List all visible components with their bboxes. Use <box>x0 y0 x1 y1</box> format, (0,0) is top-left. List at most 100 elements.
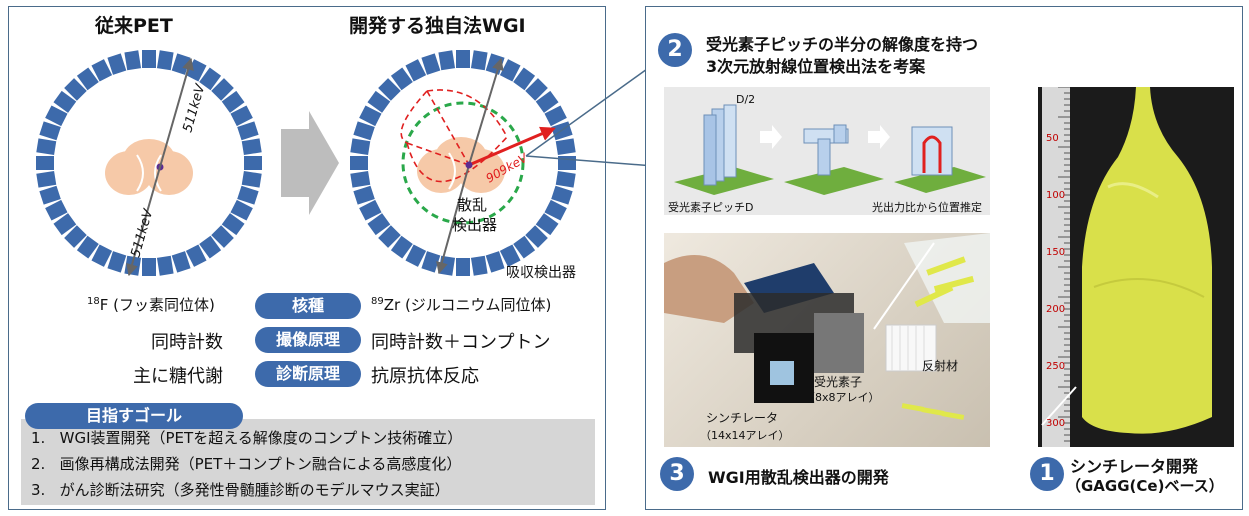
ring-diagrams: 511keV 511keV 909keV <box>36 50 576 277</box>
goal-header-pill: 目指すゴール <box>25 403 243 429</box>
detector-block <box>421 53 441 75</box>
pill-diagnosis-principle: 診断原理 <box>255 361 361 387</box>
receiver-array-label: （8x8アレイ） <box>804 391 880 404</box>
detector-block <box>525 225 548 248</box>
scintillator-array-label: （14x14アレイ） <box>700 429 790 442</box>
detector-block <box>142 258 156 276</box>
detector-block <box>367 90 391 113</box>
reflector-label: 反射材 <box>922 359 959 373</box>
detector-block <box>485 251 505 273</box>
step-2-title-line2: 3次元放射線位置検出法を考案 <box>706 57 926 76</box>
detector-block <box>211 225 234 248</box>
ruler-mark-300: 300 <box>1046 418 1066 429</box>
detector-block <box>470 50 488 71</box>
detector-block <box>107 53 127 75</box>
detector-block <box>199 235 222 259</box>
detector-block <box>350 138 371 156</box>
detector-block <box>45 199 68 221</box>
half-pitch-label: D/2 <box>736 93 756 106</box>
detector-block <box>535 90 559 113</box>
scatter-detector-label-1: 散乱 <box>457 196 488 214</box>
pitch-label: 受光素子ピッチD <box>668 201 754 214</box>
detector-block <box>244 156 262 170</box>
detector-block <box>367 213 391 236</box>
detector-block <box>421 251 441 273</box>
detector-block <box>405 244 427 267</box>
diagnosis-right: 抗原抗体反応 <box>371 366 479 387</box>
ruler-mark-150: 150 <box>1046 247 1066 258</box>
ruler-mark-50: 50 <box>1046 133 1059 144</box>
detector-block <box>241 138 262 156</box>
detector-block <box>555 170 576 188</box>
position-estimate-label: 光出力比から位置推定 <box>872 201 982 214</box>
detector-block <box>456 258 470 276</box>
imaging-left: 同時計数 <box>151 332 223 353</box>
energy-label-top: 511keV <box>180 82 208 135</box>
detector-block <box>221 213 245 236</box>
detector-block <box>185 244 207 267</box>
detector-block <box>64 225 87 248</box>
step-3-badge: 3 <box>660 457 694 491</box>
left-panel: 従来PET 開発する独自法WGI 511keV 511keV <box>8 6 606 510</box>
detector-block <box>76 67 99 91</box>
step-2-title-line1: 受光素子ピッチの半分の解像度を持つ <box>706 35 979 54</box>
nuclide-right: Zr (ジルコニウム同位体) <box>383 296 552 314</box>
detector-block <box>470 255 488 276</box>
detector-block <box>91 244 113 267</box>
source-point <box>465 161 473 169</box>
detector-block <box>156 255 174 276</box>
detector-block <box>221 90 245 113</box>
detector-block <box>241 170 262 188</box>
goal-item-2: 2. 画像再構成法開発（PET＋コンプトン融合による高感度化） <box>31 455 462 473</box>
goal-item-1: 1. WGI装置開発（PETを超える解像度のコンプトン技術確立） <box>31 429 463 447</box>
scatter-detector-photo: 受光素子 （8x8アレイ） 反射材 シンチレータ （14x14アレイ） <box>664 233 990 447</box>
pill-imaging-principle: 撮像原理 <box>255 327 361 353</box>
ruler-mark-250: 250 <box>1046 361 1066 372</box>
step-3-title: WGI用散乱検出器の開発 <box>708 468 889 487</box>
schematic-drawing <box>674 104 986 195</box>
detector-block <box>39 185 61 205</box>
scintillator-crystal-photo: 50 100 150 200 250 300 <box>1038 87 1234 447</box>
position-detection-schematic: D/2 受光素子ピッチD 光出力比から位置推定 <box>664 87 990 215</box>
detector-block <box>45 105 68 127</box>
title-proposed-wgi: 開発する独自法WGI <box>349 15 526 37</box>
detector-block <box>53 90 77 113</box>
comparison-row-nuclide: 18F (フッ素同位体) 核種 89Zr (ジルコニウム同位体) <box>9 290 605 322</box>
detector-block <box>230 105 253 127</box>
gamma-ray-up <box>159 57 194 168</box>
nuclide-left: F (フッ素同位体) <box>99 296 215 314</box>
detector-block <box>91 59 113 82</box>
detector-block <box>456 50 470 68</box>
detector-block <box>378 78 401 101</box>
detector-block <box>513 235 536 259</box>
crystal-drawing <box>1041 87 1212 447</box>
nuclide-right-mass: 89 <box>371 296 384 307</box>
detector-block <box>53 213 77 236</box>
detector-block <box>237 185 259 205</box>
detector-block <box>156 50 174 71</box>
detector-block <box>230 199 253 221</box>
detector-block <box>36 170 57 188</box>
imaging-right: 同時計数＋コンプトン <box>371 332 551 353</box>
detector-block <box>555 138 576 156</box>
detector-block <box>405 59 427 82</box>
compton-scatter-cone <box>400 89 508 183</box>
detector-block <box>350 170 371 188</box>
goal-item-3: 3. がん診断法研究（多発性骨髄腫診断のモデルマウス実証） <box>31 481 450 499</box>
detector-block <box>378 225 401 248</box>
energy-label-bottom: 511keV <box>128 207 156 260</box>
comparison-row-diagnosis: 主に糖代謝 診断原理 抗原抗体反応 <box>9 358 605 390</box>
detector-block <box>350 156 368 170</box>
title-conventional-pet: 従来PET <box>95 15 173 37</box>
detector-block <box>544 105 567 127</box>
detector-block <box>211 78 234 101</box>
compton-gamma-ray <box>468 126 556 167</box>
detector-block <box>390 235 413 259</box>
detector-block <box>438 50 456 71</box>
detector-block <box>64 78 87 101</box>
gamma-ray-up-wgi <box>468 57 504 166</box>
detector-block <box>359 105 382 127</box>
detector-block <box>171 251 191 273</box>
detector-block <box>513 67 536 91</box>
ruler-mark-100: 100 <box>1046 190 1066 201</box>
